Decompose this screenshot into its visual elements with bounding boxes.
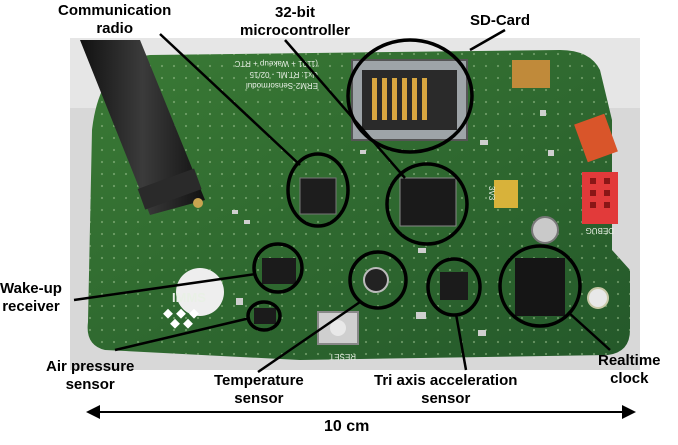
callout-circle-wakeup — [252, 242, 304, 294]
leader-radio — [159, 33, 301, 166]
air-pressure-chip — [254, 308, 276, 324]
silkscreen-debug: DEBUG — [586, 226, 614, 235]
rtc-chip — [515, 258, 565, 316]
imms-logo-diamonds — [163, 308, 199, 329]
radio-chip — [299, 177, 337, 215]
callout-circle-acceleration — [426, 257, 482, 317]
power-connector — [574, 113, 618, 163]
debug-header — [582, 172, 618, 224]
leader-temperature — [257, 300, 361, 374]
label-communication-radio: Communication radio — [58, 2, 172, 37]
antenna — [80, 40, 205, 215]
label-wakeup-receiver: Wake-up receiver — [0, 280, 62, 315]
temperature-chip — [363, 267, 389, 293]
scale-label: 10 cm — [324, 418, 370, 435]
leader-acceleration — [454, 313, 468, 371]
mounting-hole — [587, 287, 609, 309]
silkscreen-line2: Ux1: RT.ML - 02/15 — [249, 70, 318, 79]
microcontroller-chip — [399, 177, 457, 227]
label-acceleration-sensor: Tri axis acceleration sensor — [374, 372, 518, 407]
coin-cell — [531, 216, 559, 244]
leader-microcontroller — [284, 39, 406, 179]
silkscreen-vdd: 3V3 — [487, 186, 496, 201]
accelerometer-chip — [440, 272, 468, 300]
scale-arrow — [86, 405, 636, 419]
callout-circle-temperature — [348, 250, 408, 310]
leader-sd-card — [469, 28, 506, 52]
callout-circle-sd-card — [346, 38, 474, 154]
label-realtime-clock: Realtime clock — [598, 352, 661, 387]
label-air-pressure-sensor: Air pressure sensor — [46, 358, 135, 393]
silkscreen-brand: IMMS — [172, 290, 206, 305]
silkscreen-line3: (1101 + Wakeup + RTC — [234, 59, 318, 68]
label-temperature-sensor: Temperature sensor — [214, 372, 304, 407]
silkscreen-board-id: ERM2-Sensormodul — [246, 81, 318, 90]
callout-circle-rtc — [498, 244, 582, 328]
pin-header — [494, 180, 518, 208]
leader-rtc — [567, 311, 611, 351]
wakeup-receiver-chip — [262, 258, 296, 284]
leader-air-pressure — [114, 316, 251, 352]
leader-wakeup — [73, 272, 257, 302]
label-microcontroller: 32-bit microcontroller — [240, 4, 351, 39]
gnd-pad — [512, 60, 550, 88]
callout-circle-radio — [286, 152, 350, 228]
label-sd-card: SD-Card — [470, 12, 531, 29]
callout-circle-air-pressure — [246, 300, 282, 332]
callout-circle-microcontroller — [385, 162, 469, 246]
silkscreen-reset: RESET — [329, 352, 356, 361]
